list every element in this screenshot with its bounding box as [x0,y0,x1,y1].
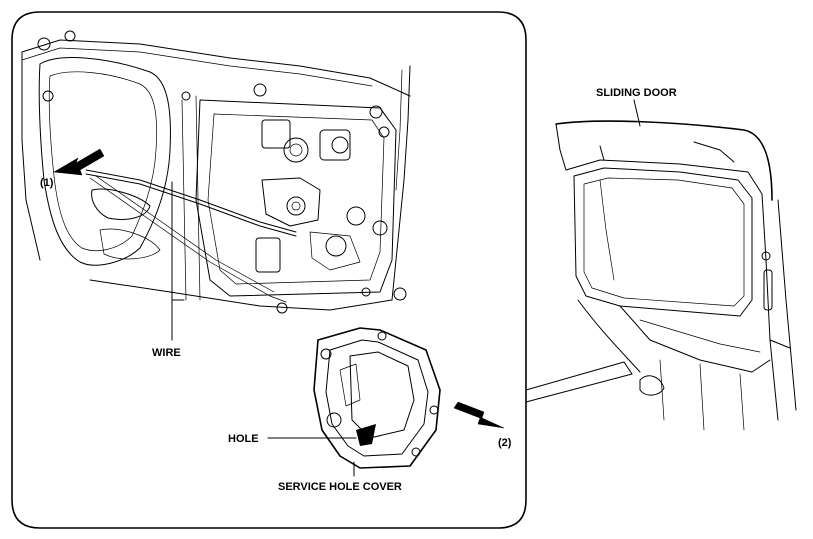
service-hole-cover [313,327,441,469]
wire-leader [171,181,185,301]
step-2-label: (2) [498,437,512,449]
wire-label: WIRE [152,347,181,359]
door-inner-panel [21,30,411,314]
hole-label: HOLE [228,433,259,445]
arrow-step-1 [53,148,105,176]
wire-route [85,169,297,303]
sliding-door-leader [633,99,641,127]
sliding-door-overview [555,120,797,431]
service-hole-cover-label: SERVICE HOLE COVER [278,481,402,493]
arrow-step-2 [453,401,505,429]
sliding-door-label: SLIDING DOOR [596,87,677,99]
step-1-label: (1) [40,177,54,189]
detail-panel [11,11,527,529]
callout-connector [525,361,633,403]
